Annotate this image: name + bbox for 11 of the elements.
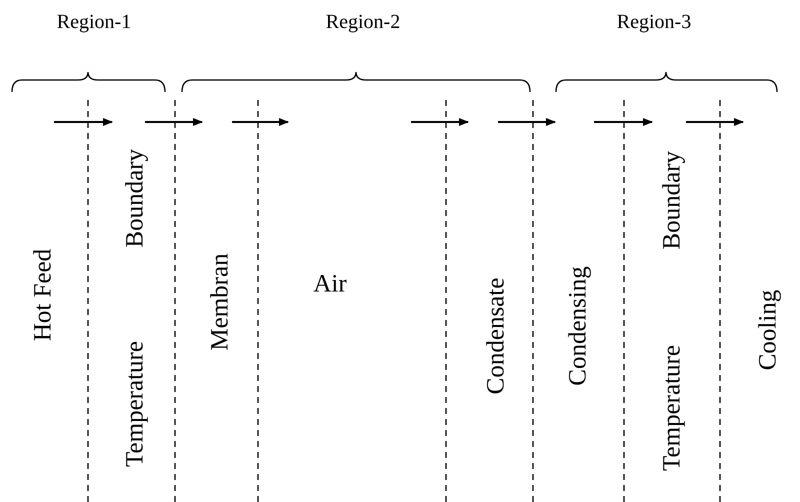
- region-label: Region-1: [56, 12, 132, 32]
- layer-label: Temperature Boundary: [122, 149, 148, 467]
- layer-label: Condensate: [484, 278, 508, 394]
- region-label: Region-3: [616, 12, 692, 32]
- layer-label: Membran: [208, 253, 232, 351]
- layer-label: Cooling: [756, 290, 780, 370]
- region-label: Region-2: [326, 12, 400, 32]
- layer-label: Hot Feed: [30, 248, 56, 342]
- layer-label: Condensing: [566, 266, 590, 386]
- layer-label: Temperature Boundary: [660, 151, 684, 471]
- layer-label: Air: [313, 272, 347, 296]
